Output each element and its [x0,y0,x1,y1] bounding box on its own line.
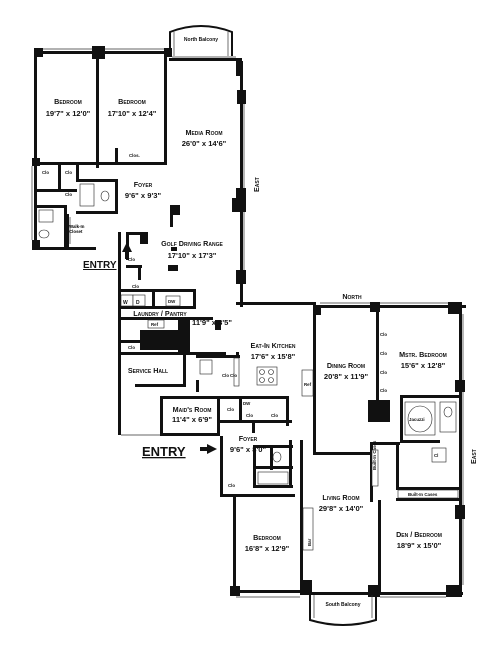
ref-label-1: Ref [151,322,159,327]
clo-label-13: Clo [380,332,387,337]
bar-label: Bar [307,538,312,546]
clo-label-6: Clo [128,345,135,350]
clo-label-12: Clo [228,483,235,488]
clo-label-7: Clo [222,373,229,378]
clo-label-16: Clo [380,388,387,393]
walls-west-wing [32,46,316,320]
foyer-1-dims: 9'6" x 9'3" [125,191,162,200]
north-balcony-label: North Balcony [184,37,218,43]
media-room-name: Media Room [185,128,222,137]
walk-in-closet-label: Walk-In Closet [69,224,85,234]
den-bedroom-name: Den / Bedroom [396,530,442,539]
foyer-2-dims: 9'6" x 8'0" [230,445,267,454]
built-in-cases-label: Built-In Cases [408,492,438,497]
den-bedroom-dims: 18'9" x 15'0" [397,541,442,550]
media-room-dims: 26'0" x 14'6" [182,139,227,148]
windows-west [31,48,245,270]
windows-east [236,302,464,598]
dw-label-2: DW [243,401,251,406]
walls-center [118,305,321,455]
clo-label-5: Clo [132,284,139,289]
cl-label: Cl [434,453,438,458]
master-bedroom-dims: 15'6" x 12'8" [401,361,446,370]
living-room-name: Living Room [322,493,359,502]
clo-label-2: Clo [65,170,72,175]
clo-label-10: Clo [246,413,253,418]
clo-label-3: Clo [65,192,72,197]
clo-label-11: Clo [271,413,278,418]
living-room-dims: 29'8" x 14'0" [319,504,364,513]
dw-label-1: DW [168,299,176,304]
east-label-1: East [252,177,261,192]
east-label-2: East [469,449,478,464]
walls-foyer-bedroom [220,436,303,596]
foyer-2-name: Foyer [239,434,258,443]
bedroom-3-dims: 16'8" x 12'9" [245,544,290,553]
dryer-label: D [136,300,140,306]
laundry-name: Laundry / Pantry [133,309,187,318]
walls-east [289,302,466,597]
kitchen-dims: 17'6" x 15'8" [251,352,296,361]
walk-in-closet-wrap: Walk-In Closet [69,224,85,234]
ref-label-2: Ref [304,382,312,387]
south-balcony-name: South Balcony [325,602,360,608]
laundry-dims: 11'9" x 8'5" [192,318,232,327]
maids-room-name: Maid's Room [173,405,212,414]
golf-range-dims: 17'10" x 17'3" [168,251,217,260]
north-label: North [342,292,362,301]
fixtures [38,183,459,551]
clo-label-15: Clo [380,370,387,375]
clo-label-14: Clo [380,351,387,356]
washer-label: W [123,300,128,306]
north-balcony [169,25,233,56]
bedroom-3-name: Bedroom [253,533,281,542]
bedroom-2-dims: 17'10" x 12'4" [108,109,157,118]
kitchen-name: Eat-In Kitchen [251,341,296,350]
foyer-1-name: Foyer [134,180,153,189]
clos-label: Clos. [129,153,140,158]
jacuzzi-label: Jacuzzi [409,417,425,422]
entry-label-upper: Entry [83,260,117,271]
dining-room-dims: 20'8" x 11'9" [324,372,369,381]
maids-room-dims: 11'4" x 6'9" [172,415,212,424]
clo-label-9: Clo [227,407,234,412]
clo-label-8: Clo [230,373,237,378]
built-in-cases-vertical-label: Built-In Cases [372,440,377,470]
south-balcony [309,592,377,626]
entry-label-lower: Entry [142,444,186,459]
bedroom-1-dims: 19'7" x 12'0" [46,109,91,118]
dining-room-name: Dining Room [327,361,365,370]
golf-range-name: Golf Driving Range [161,239,223,248]
bedroom-2-name: Bedroom [118,97,146,106]
clo-label-1: Clo [42,170,49,175]
master-bedroom-name: Mstr. Bedroom [399,350,447,359]
clo-label-4: Clo [128,257,135,262]
bedroom-1-name: Bedroom [54,97,82,106]
service-hall-name: Service Hall [128,366,168,375]
